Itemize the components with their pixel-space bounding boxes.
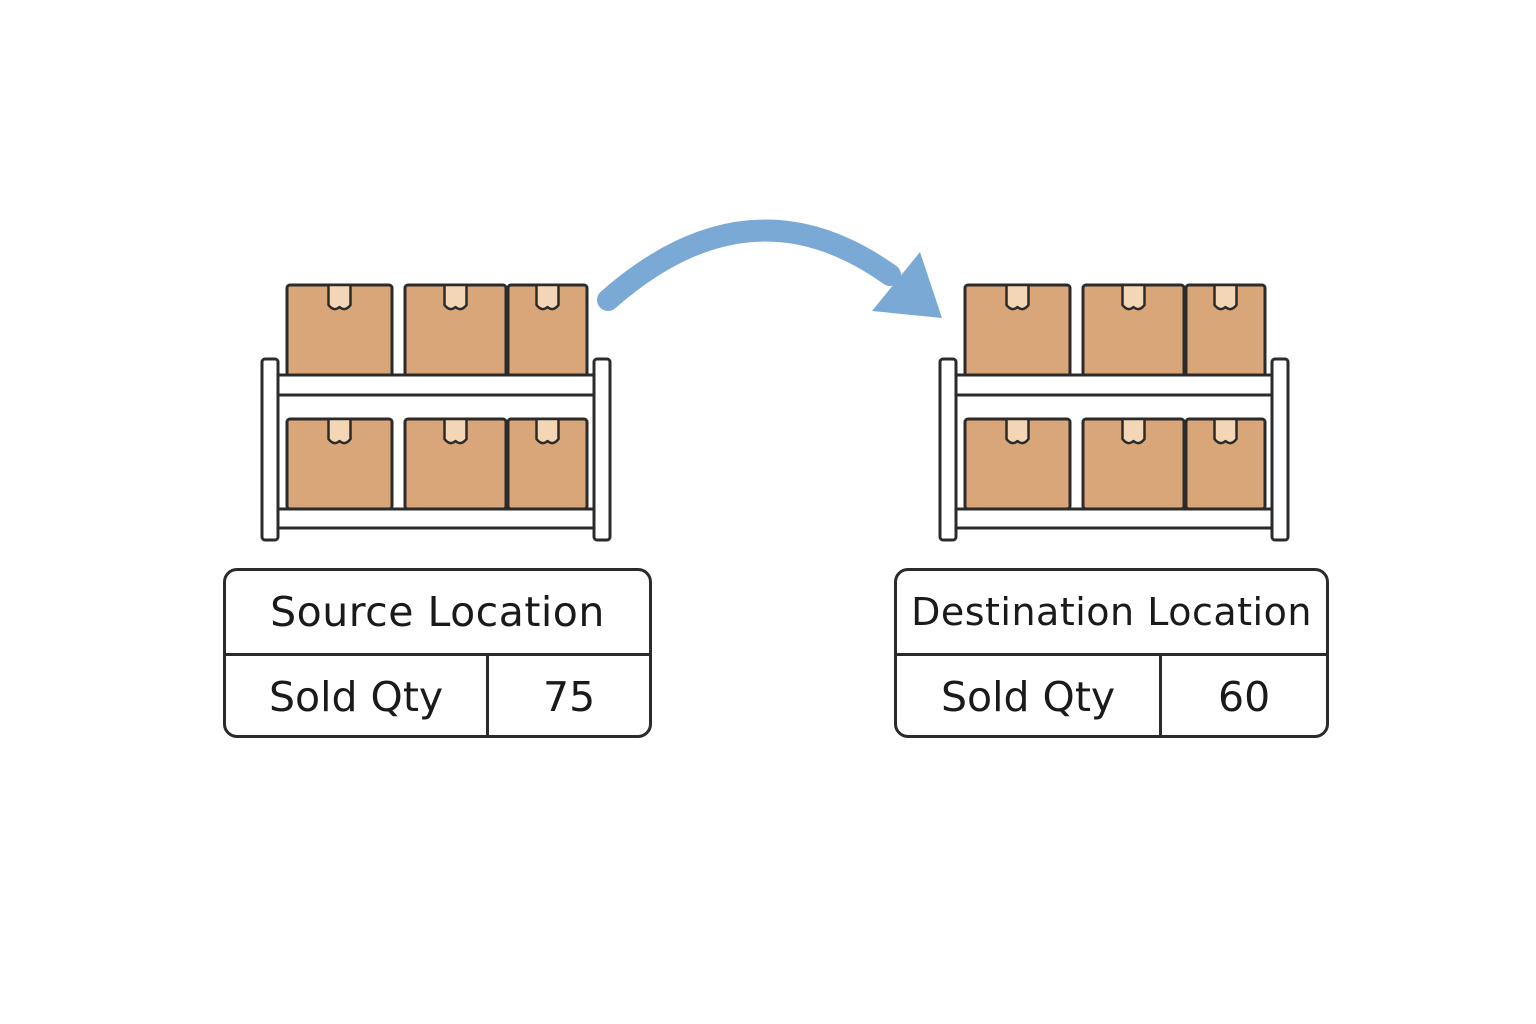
shelf-board: [946, 373, 1282, 397]
cardboard-box-icon: [1184, 283, 1267, 378]
shelf-board: [268, 373, 604, 397]
shelf-board: [268, 507, 604, 530]
destination-qty-row: Sold Qty 60: [897, 656, 1326, 735]
cardboard-box-icon: [403, 283, 508, 378]
destination-qty-label: Sold Qty: [897, 656, 1163, 735]
source-location-card: Source Location Sold Qty 75: [223, 568, 652, 738]
source-qty-row: Sold Qty 75: [226, 656, 649, 735]
cardboard-box-icon: [506, 417, 589, 511]
cardboard-box-icon: [285, 417, 394, 511]
cardboard-box-icon: [403, 417, 508, 511]
cardboard-box-icon: [1184, 417, 1267, 511]
cardboard-box-icon: [506, 283, 589, 378]
source-shelf-icon: [260, 283, 612, 542]
source-location-title: Source Location: [226, 571, 649, 656]
cardboard-box-icon: [963, 417, 1072, 511]
curved-arrow-icon: [597, 219, 942, 318]
shelf-upright: [1270, 357, 1290, 542]
shelf-board: [946, 507, 1282, 530]
source-qty-label: Sold Qty: [226, 656, 490, 735]
cardboard-box-icon: [1081, 417, 1186, 511]
destination-shelf-icon: [938, 283, 1290, 542]
cardboard-box-icon: [285, 283, 394, 378]
destination-qty-value: 60: [1217, 673, 1271, 721]
cardboard-box-icon: [1081, 283, 1186, 378]
cardboard-box-icon: [963, 283, 1072, 378]
shelf-upright: [592, 357, 612, 542]
shelf-upright: [938, 357, 958, 542]
destination-location-card: Destination Location Sold Qty 60: [894, 568, 1329, 738]
shelf-upright: [260, 357, 280, 542]
destination-location-title: Destination Location: [897, 571, 1326, 656]
source-qty-value: 75: [542, 673, 596, 721]
